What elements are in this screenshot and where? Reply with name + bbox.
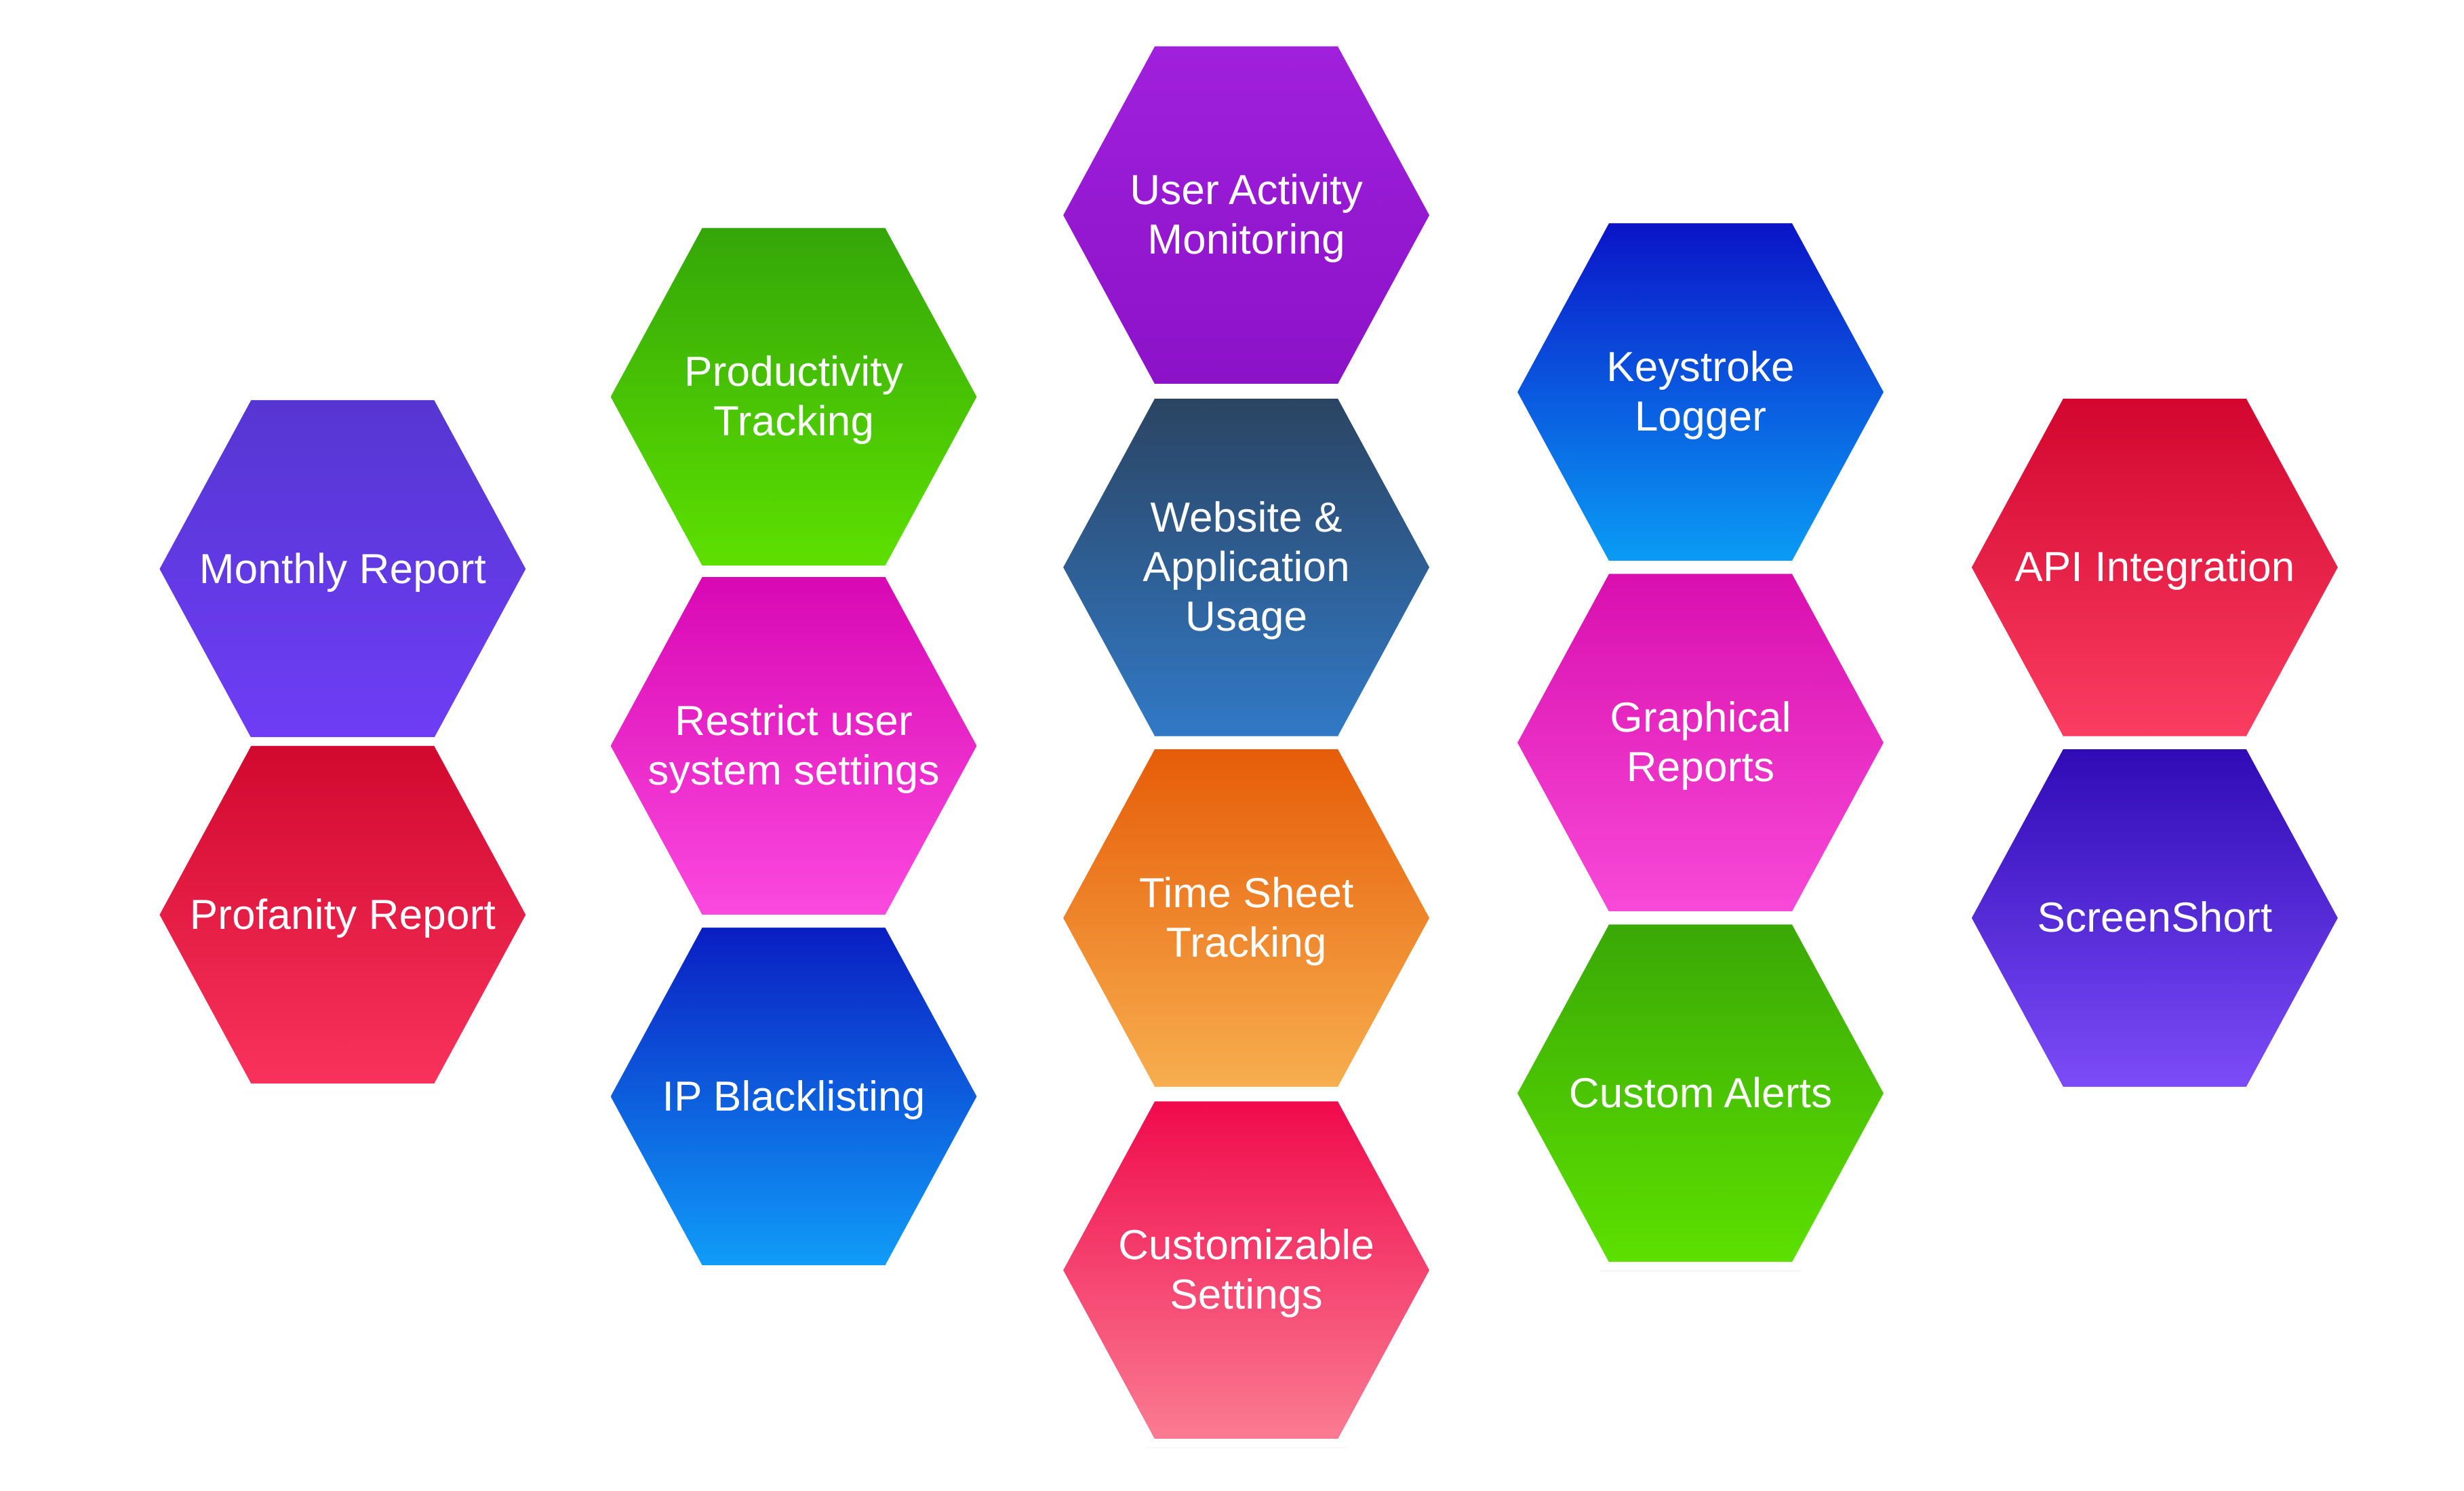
hex-cell-screenshort[interactable]: ScreenShort: [1953, 740, 2356, 1096]
hex-face-restrict-user-system-settings[interactable]: Restrict user system settings: [610, 577, 977, 915]
hex-cell-ip-blacklisting[interactable]: IP Blacklisting: [593, 919, 995, 1275]
hex-cell-user-activity-monitoring[interactable]: User Activity Monitoring: [1046, 37, 1448, 393]
hex-cell-graphical-reports[interactable]: Graphical Reports: [1499, 565, 1901, 921]
hex-face-api-integration[interactable]: API Integration: [1971, 398, 2338, 736]
hex-face-profanity-report[interactable]: Profanity Report: [159, 746, 526, 1084]
hex-label-ip-blacklisting: IP Blacklisting: [662, 1073, 926, 1120]
hex-label-custom-alerts: Custom Alerts: [1568, 1069, 1833, 1117]
hex-label-api-integration: API Integration: [2014, 544, 2295, 591]
hex-cell-custom-alerts[interactable]: Custom Alerts: [1499, 915, 1901, 1271]
hex-cell-restrict-user-system-settings[interactable]: Restrict user system settings: [593, 568, 995, 924]
hex-cell-website-application-usage[interactable]: Website & Application Usage: [1046, 389, 1448, 745]
hex-label-productivity-tracking: Productivity Tracking: [684, 349, 903, 445]
hex-cell-productivity-tracking[interactable]: Productivity Tracking: [593, 219, 995, 575]
hex-label-graphical-reports: Graphical Reports: [1610, 694, 1791, 791]
hex-face-customizable-settings[interactable]: Customizable Settings: [1063, 1101, 1430, 1439]
hex-face-website-application-usage[interactable]: Website & Application Usage: [1063, 398, 1430, 736]
hex-face-screenshort[interactable]: ScreenShort: [1971, 749, 2338, 1087]
hex-face-user-activity-monitoring[interactable]: User Activity Monitoring: [1063, 46, 1430, 384]
hex-label-monthly-report: Monthly Report: [199, 545, 486, 593]
hex-face-custom-alerts[interactable]: Custom Alerts: [1517, 924, 1884, 1263]
hex-label-screenshort: ScreenShort: [2037, 894, 2273, 942]
hex-label-user-activity-monitoring: User Activity Monitoring: [1130, 167, 1363, 264]
hex-face-productivity-tracking[interactable]: Productivity Tracking: [610, 228, 977, 566]
hex-cell-monthly-report[interactable]: Monthly Report: [142, 391, 544, 747]
hex-face-ip-blacklisting[interactable]: IP Blacklisting: [610, 928, 977, 1266]
hex-cell-api-integration[interactable]: API Integration: [1953, 389, 2356, 745]
hex-label-website-application-usage: Website & Application Usage: [1142, 494, 1350, 641]
hex-face-monthly-report[interactable]: Monthly Report: [159, 400, 526, 738]
hex-label-time-sheet-tracking: Time Sheet Tracking: [1138, 869, 1354, 966]
hex-label-customizable-settings: Customizable Settings: [1118, 1222, 1375, 1319]
hex-face-graphical-reports[interactable]: Graphical Reports: [1517, 574, 1884, 912]
hex-face-keystroke-logger[interactable]: Keystroke Logger: [1517, 223, 1884, 561]
hex-label-keystroke-logger: Keystroke Logger: [1606, 344, 1795, 441]
hex-cell-profanity-report[interactable]: Profanity Report: [142, 737, 544, 1093]
hex-cell-customizable-settings[interactable]: Customizable Settings: [1046, 1092, 1448, 1448]
hex-cell-time-sheet-tracking[interactable]: Time Sheet Tracking: [1046, 740, 1448, 1096]
hex-cell-keystroke-logger[interactable]: Keystroke Logger: [1499, 214, 1901, 570]
hex-label-restrict-user-system-settings: Restrict user system settings: [648, 697, 940, 795]
hex-face-time-sheet-tracking[interactable]: Time Sheet Tracking: [1063, 749, 1430, 1087]
hex-label-profanity-report: Profanity Report: [189, 891, 496, 938]
